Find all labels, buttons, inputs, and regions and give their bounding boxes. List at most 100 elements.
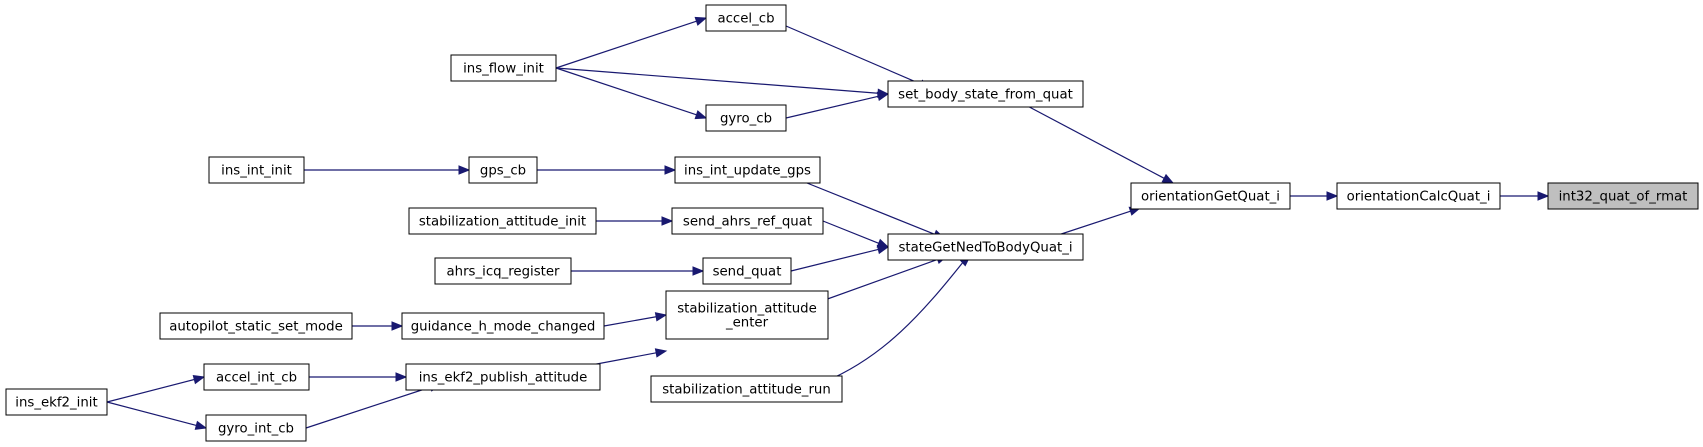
node-box[interactable] (205, 414, 307, 442)
node-ahrs-icq-register[interactable]: ahrs_icq_register (434, 257, 572, 285)
node-stabilization-attitude-init[interactable]: stabilization_attitude_init (408, 207, 597, 235)
node-label: guidance_h_mode_changed (411, 320, 596, 335)
node-label: ahrs_icq_register (447, 265, 561, 280)
node-label: ins_flow_init (463, 62, 544, 77)
node-box[interactable] (887, 233, 1084, 261)
edge-ins-int-init-to-gps-cb (304, 165, 471, 175)
node-ins-ekf2-publish-attitude[interactable]: ins_ekf2_publish_attitude (405, 363, 601, 391)
edge-ins-flow-init-to-accel-cb (555, 16, 708, 69)
node-box[interactable] (705, 4, 787, 32)
edge-orientationgetquat-i-to-orientationcalcquat-i (1290, 191, 1339, 201)
arrow-head (661, 216, 674, 226)
arrow-head (391, 321, 404, 331)
node-box[interactable] (1336, 182, 1501, 210)
arrow-head (194, 420, 208, 430)
edge-guidance-h-mode-changed-to-stabilization-attitude-enter (603, 312, 668, 327)
node-ins-ekf2-init[interactable]: ins_ekf2_init (5, 388, 108, 416)
node-box[interactable] (650, 375, 843, 403)
edge-ins-flow-init-to-set-body-state-from-quat (555, 67, 890, 98)
edge-line (807, 258, 938, 307)
edge-stabilization-attitude-init-to-send-ahrs-ref-quat (596, 216, 674, 226)
node-box[interactable] (665, 290, 829, 340)
node-autopilot-static-set-mode[interactable]: autopilot_static_set_mode (159, 312, 353, 340)
edge-autopilot-static-set-mode-to-guidance-h-mode-changed (352, 321, 404, 331)
edge-line (305, 386, 431, 429)
node-box[interactable] (1130, 182, 1291, 210)
node-box[interactable] (702, 257, 792, 285)
node-guidance-h-mode-changed[interactable]: guidance_h_mode_changed (401, 312, 605, 340)
edge-stabilization-attitude-enter-to-stategetnedtobodyquat-i (807, 255, 949, 307)
node-ins-int-update-gps[interactable]: ins_int_update_gps (674, 156, 821, 184)
arrow-head (458, 165, 471, 175)
node-orientationgetquat-i[interactable]: orientationGetQuat_i (1130, 182, 1291, 210)
node-gyro-cb[interactable]: gyro_cb (705, 104, 787, 132)
node-box[interactable] (434, 257, 572, 285)
edges-layer (106, 16, 1550, 430)
node-label: gyro_int_cb (218, 422, 294, 437)
edge-line (555, 20, 697, 69)
node-stabilization-attitude-run[interactable]: stabilization_attitude_run (650, 375, 843, 403)
node-label: send_quat (713, 265, 782, 280)
arrow-head (1537, 191, 1550, 201)
node-orientationcalcquat-i[interactable]: orientationCalcQuat_i (1336, 182, 1501, 210)
edge-line (106, 401, 197, 427)
edge-line (823, 262, 964, 383)
edge-ins-flow-init-to-gyro-cb (555, 67, 708, 120)
node-label: ins_ekf2_publish_attitude (419, 371, 588, 386)
node-box[interactable] (203, 363, 310, 391)
node-accel-int-cb[interactable]: accel_int_cb (203, 363, 310, 391)
arrow-head (876, 244, 890, 255)
node-label: orientationCalcQuat_i (1347, 190, 1491, 205)
edge-orientationcalcquat-i-to-int32-quat-of-rmat (1500, 191, 1550, 201)
node-gyro-int-cb[interactable]: gyro_int_cb (205, 414, 307, 442)
edge-line (790, 248, 879, 272)
node-box[interactable] (705, 104, 787, 132)
node-box[interactable] (1547, 182, 1699, 210)
node-box[interactable] (208, 156, 305, 184)
node-box[interactable] (468, 156, 538, 184)
node-box[interactable] (674, 156, 821, 184)
edge-gps-cb-to-ins-int-update-gps (537, 165, 677, 175)
edge-ins-ekf2-init-to-accel-int-cb (106, 375, 206, 403)
node-stabilization-attitude-enter[interactable]: stabilization_attitude_enter (665, 290, 829, 340)
node-box[interactable] (887, 80, 1084, 108)
node-box[interactable] (159, 312, 353, 340)
node-ins-flow-init[interactable]: ins_flow_init (450, 54, 557, 82)
arrow-head (694, 110, 708, 120)
node-label: ins_int_init (221, 164, 292, 179)
edge-accel-cb-to-set-body-state-from-quat (785, 25, 932, 89)
edge-line (555, 67, 697, 116)
node-label: stabilization_attitude (677, 302, 817, 317)
node-label: accel_cb (717, 12, 774, 27)
node-box[interactable] (450, 54, 557, 82)
node-box[interactable] (401, 312, 605, 340)
node-box[interactable] (5, 388, 108, 416)
node-gps-cb[interactable]: gps_cb (468, 156, 538, 184)
node-set-body-state-from-quat[interactable]: set_body_state_from_quat (887, 80, 1084, 108)
node-label: gyro_cb (720, 112, 772, 127)
node-accel-cb[interactable]: accel_cb (705, 4, 787, 32)
node-stategetnedtobodyquat-i[interactable]: stateGetNedToBodyQuat_i (887, 233, 1084, 261)
node-int32-quat-of-rmat[interactable]: int32_quat_of_rmat (1547, 182, 1699, 210)
arrow-head (1326, 191, 1339, 201)
node-label: stateGetNedToBodyQuat_i (898, 241, 1072, 256)
edge-line (822, 220, 879, 244)
node-box[interactable] (408, 207, 597, 235)
node-label: _enter (725, 316, 769, 331)
node-label: stabilization_attitude_run (662, 383, 831, 398)
nodes-layer: int32_quat_of_rmat orientationCalcQuat_i o… (5, 4, 1699, 442)
node-send-ahrs-ref-quat[interactable]: send_ahrs_ref_quat (671, 207, 824, 235)
node-label: autopilot_static_set_mode (169, 320, 343, 335)
edge-ahrs-icq-register-to-send-quat (571, 266, 705, 276)
arrow-head (1161, 173, 1175, 184)
arrow-head (694, 16, 708, 26)
node-ins-int-init[interactable]: ins_int_init (208, 156, 305, 184)
edge-line (106, 378, 195, 403)
node-send-quat[interactable]: send_quat (702, 257, 792, 285)
arrow-head (654, 348, 668, 358)
node-label: set_body_state_from_quat (898, 88, 1073, 103)
node-box[interactable] (671, 207, 824, 235)
node-box[interactable] (405, 363, 601, 391)
edge-set-body-state-from-quat-to-orientationgetquat-i (1017, 100, 1175, 184)
node-label: send_ahrs_ref_quat (683, 215, 812, 230)
